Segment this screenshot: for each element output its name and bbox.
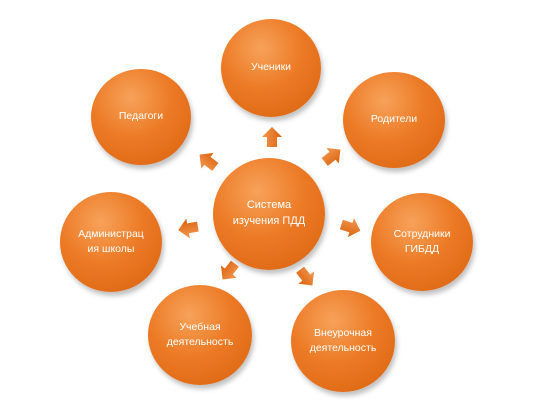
arrow-to-extracurricular-icon (296, 266, 315, 286)
arrow-to-parents-icon (321, 147, 341, 166)
node-educational: Учебная деятельность (148, 285, 252, 385)
node-teachers: Педагоги (91, 69, 191, 165)
arrow-to-gibdd-icon (339, 218, 361, 238)
node-administration: Администрац ия школы (60, 192, 162, 292)
arrow-to-students-icon (262, 127, 282, 147)
arrow-to-teachers-icon (199, 152, 219, 171)
node-extracurricular: Внеурочная деятельность (291, 290, 395, 392)
arrow-to-educational-icon (220, 260, 239, 280)
arrow-to-administration-icon (178, 218, 199, 239)
node-parents: Родители (343, 72, 445, 168)
node-gibdd: Сотрудники ГИБДД (371, 193, 473, 291)
node-students: Ученики (221, 19, 321, 117)
center-node: Система изучения ПДД (213, 158, 325, 270)
